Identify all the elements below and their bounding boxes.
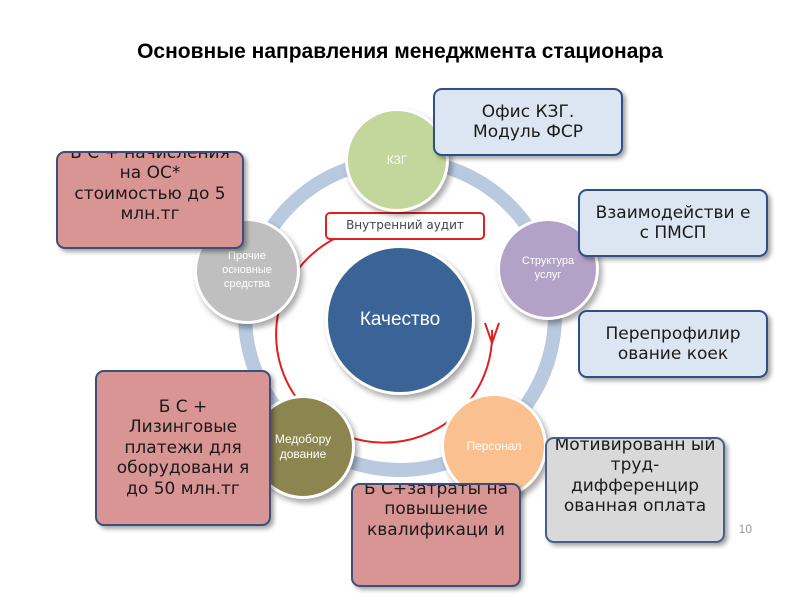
box-motivated-labor: Мотивированн ый труд- дифференцир ованна…: [545, 437, 725, 543]
node-fixed-assets-label: Прочие основные средства: [222, 250, 272, 290]
slide-title: Основные направления менеджмента стацион…: [137, 40, 663, 63]
center-quality-circle: Качество: [325, 245, 475, 395]
audit-cycle-arrow-tip: [484, 322, 500, 347]
node-personnel: Персонал: [441, 393, 547, 499]
node-kzg: КЗГ: [345, 108, 449, 212]
box-reprofiling-text: Перепрофилир ование коек: [605, 323, 741, 364]
box-interaction: Взаимодействи е с ПМСП: [578, 189, 768, 257]
box-accrual: Б С + начисления на ОС* стоимостью до 5 …: [56, 151, 244, 249]
box-office-kzg-text: Офис КЗГ. Модуль ФСР: [473, 101, 583, 142]
box-accrual-text: Б С + начисления на ОС* стоимостью до 5 …: [70, 151, 230, 225]
box-leasing-text: Б С + Лизинговые платежи для оборудовани…: [116, 397, 250, 499]
node-medequip-label: Медобору дование: [274, 432, 332, 461]
node-structure-label: Структура услуг: [521, 255, 575, 281]
box-reprofiling: Перепрофилир ование коек: [578, 310, 768, 378]
internal-audit-box: Внутренний аудит: [325, 212, 485, 240]
box-motivated-labor-text: Мотивированн ый труд- дифференцир ованна…: [554, 437, 716, 517]
box-office-kzg: Офис КЗГ. Модуль ФСР: [433, 88, 623, 156]
node-personnel-label: Персонал: [466, 438, 522, 453]
box-qualification-text: Б С+затраты на повышение квалификаци и: [363, 483, 508, 540]
internal-audit-label: Внутренний аудит: [346, 218, 464, 233]
box-leasing: Б С + Лизинговые платежи для оборудовани…: [95, 370, 271, 526]
center-label: Качество: [359, 309, 441, 331]
box-interaction-text: Взаимодействи е с ПМСП: [595, 202, 751, 243]
box-qualification: Б С+затраты на повышение квалификаци и: [351, 483, 521, 587]
node-kzg-label: КЗГ: [386, 152, 408, 167]
page-number: 10: [738, 522, 752, 536]
